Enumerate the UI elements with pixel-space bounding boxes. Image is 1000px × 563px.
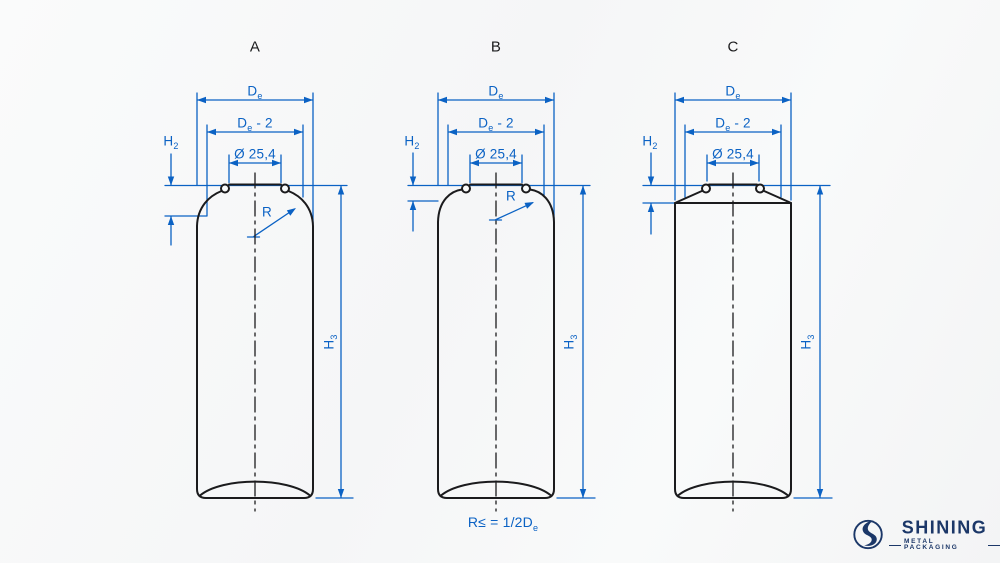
- shining-swoosh-icon: [853, 519, 883, 550]
- tagline-left-rule: [889, 544, 902, 546]
- figure-b-opening-diameter-label: Ø 25,4: [475, 146, 517, 162]
- logo-tagline: METAL PACKAGING: [889, 537, 1000, 552]
- tagline-right-rule: [988, 544, 1000, 546]
- figure-b-title: B: [490, 38, 502, 56]
- figure-a-opening-diameter-label: Ø 25,4: [234, 146, 276, 162]
- figure-b-outer-diameter-label: De: [488, 83, 504, 101]
- figure-c-outer-diameter-label: De: [725, 83, 741, 101]
- figure-b-curl-beads: [461, 183, 531, 194]
- figure-a-title: A: [249, 38, 261, 56]
- radius-rule-note: R≤ = 1/2De: [467, 514, 539, 533]
- figure-c-inner-diameter-label: De - 2: [715, 115, 751, 133]
- figure-c-curl-beads: [701, 183, 765, 194]
- figure-b-radius-label: R: [506, 188, 516, 204]
- figure-c-total-height-label: H3: [798, 334, 816, 350]
- figure-c-title: C: [727, 38, 739, 56]
- figure-c-dimension-lines: [642, 92, 833, 499]
- figure-b-shoulder-height-label: H2: [404, 133, 420, 151]
- figure-a-shoulder-height-label: H2: [163, 133, 179, 151]
- figure-a-curl-beads: [220, 183, 290, 194]
- figure-a-inner-diameter-label: De - 2: [237, 115, 273, 133]
- shining-logo: SHINING METAL PACKAGING: [851, 516, 1000, 553]
- figure-a-radius-label: R: [262, 204, 272, 220]
- figure-a-outer-diameter-label: De: [247, 83, 263, 101]
- figure-b-total-height-label: H3: [561, 334, 579, 350]
- logo-text-block: SHINING METAL PACKAGING: [889, 516, 1000, 552]
- figure-c-shoulder-height-label: H2: [642, 133, 658, 151]
- figure-b-inner-diameter-label: De - 2: [478, 115, 514, 133]
- figure-c-opening-diameter-label: Ø 25,4: [712, 146, 754, 162]
- logo-brand-name: SHINING: [901, 516, 988, 537]
- figure-a-total-height-label: H3: [321, 334, 339, 350]
- tagline-text: METAL PACKAGING: [904, 537, 959, 551]
